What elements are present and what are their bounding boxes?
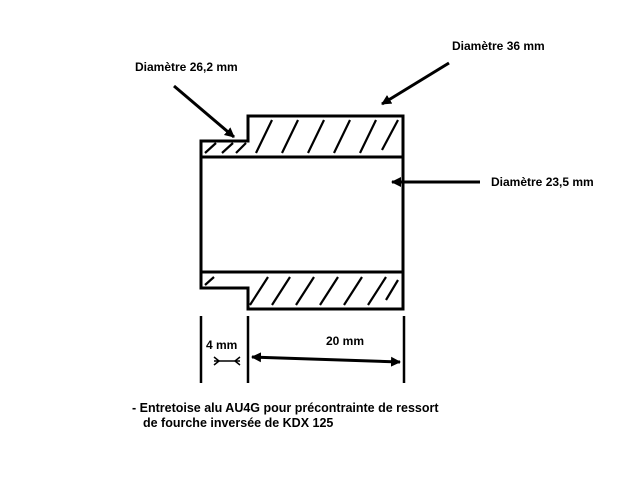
caption-line-1: - Entretoise alu AU4G pour précontrainte… bbox=[132, 401, 439, 415]
label-len-20: 20 mm bbox=[326, 334, 364, 348]
arrow-diam-36 bbox=[381, 61, 450, 106]
bottom-profile bbox=[199, 272, 405, 311]
label-len-4: 4 mm bbox=[206, 338, 237, 352]
extension-lines bbox=[199, 316, 406, 383]
caption: - Entretoise alu AU4G pour précontrainte… bbox=[132, 401, 439, 431]
label-diam-36: Diamètre 36 mm bbox=[452, 39, 545, 53]
arrow-len-20 bbox=[251, 352, 401, 367]
arrow-len-4 bbox=[213, 356, 241, 366]
spacer-outline bbox=[199, 114, 405, 311]
label-diam-26-2: Diamètre 26,2 mm bbox=[135, 60, 238, 74]
section-hatching-bottom bbox=[204, 276, 399, 306]
top-profile bbox=[199, 114, 405, 157]
section-hatching-top bbox=[204, 119, 399, 154]
label-diam-23-5: Diamètre 23,5 mm bbox=[491, 175, 594, 189]
arrow-diam-26-2 bbox=[173, 84, 235, 139]
caption-line-2: de fourche inversée de KDX 125 bbox=[143, 416, 334, 430]
dimension-arrows bbox=[173, 61, 480, 367]
